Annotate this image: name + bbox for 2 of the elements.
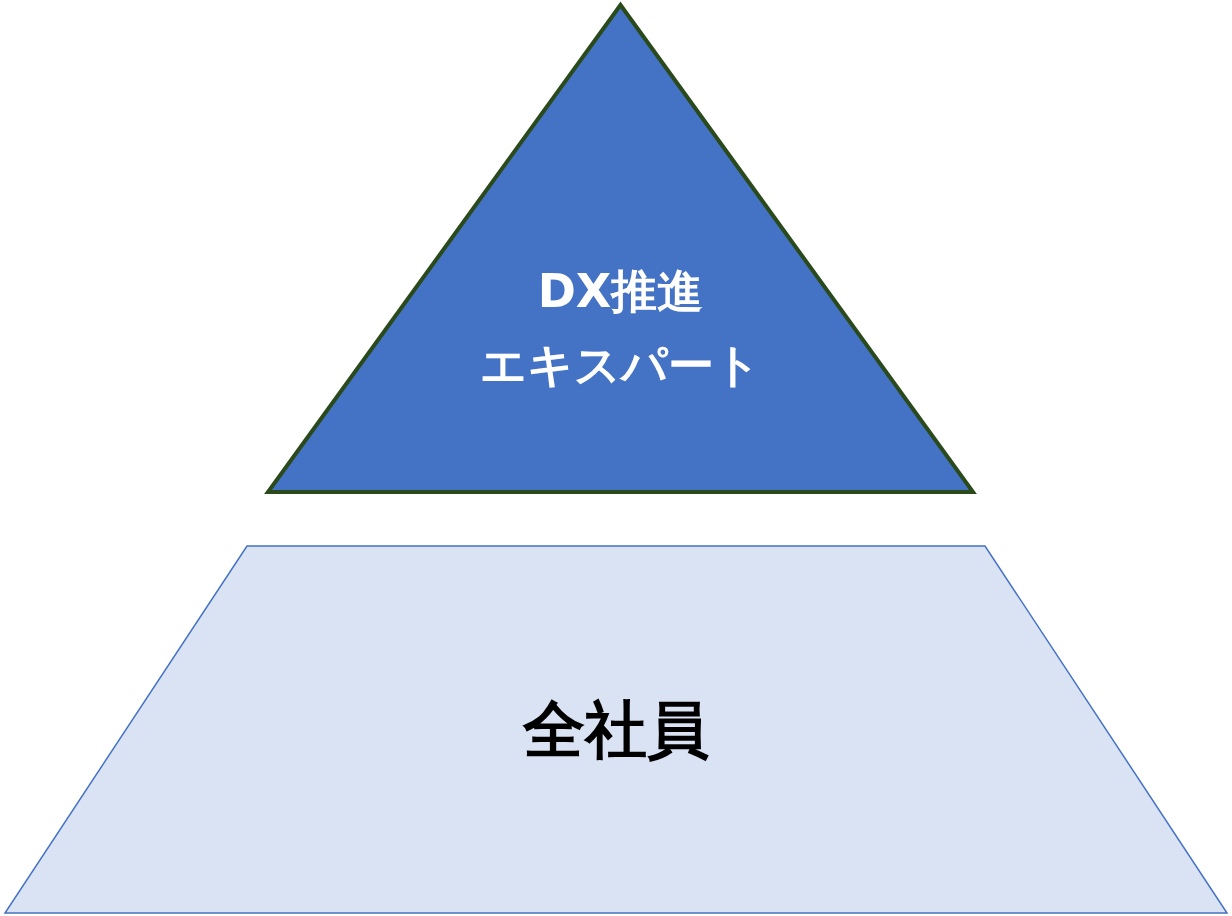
node-label: DX推進エキスパート	[480, 262, 761, 394]
node-label: 全社員	[523, 691, 709, 768]
